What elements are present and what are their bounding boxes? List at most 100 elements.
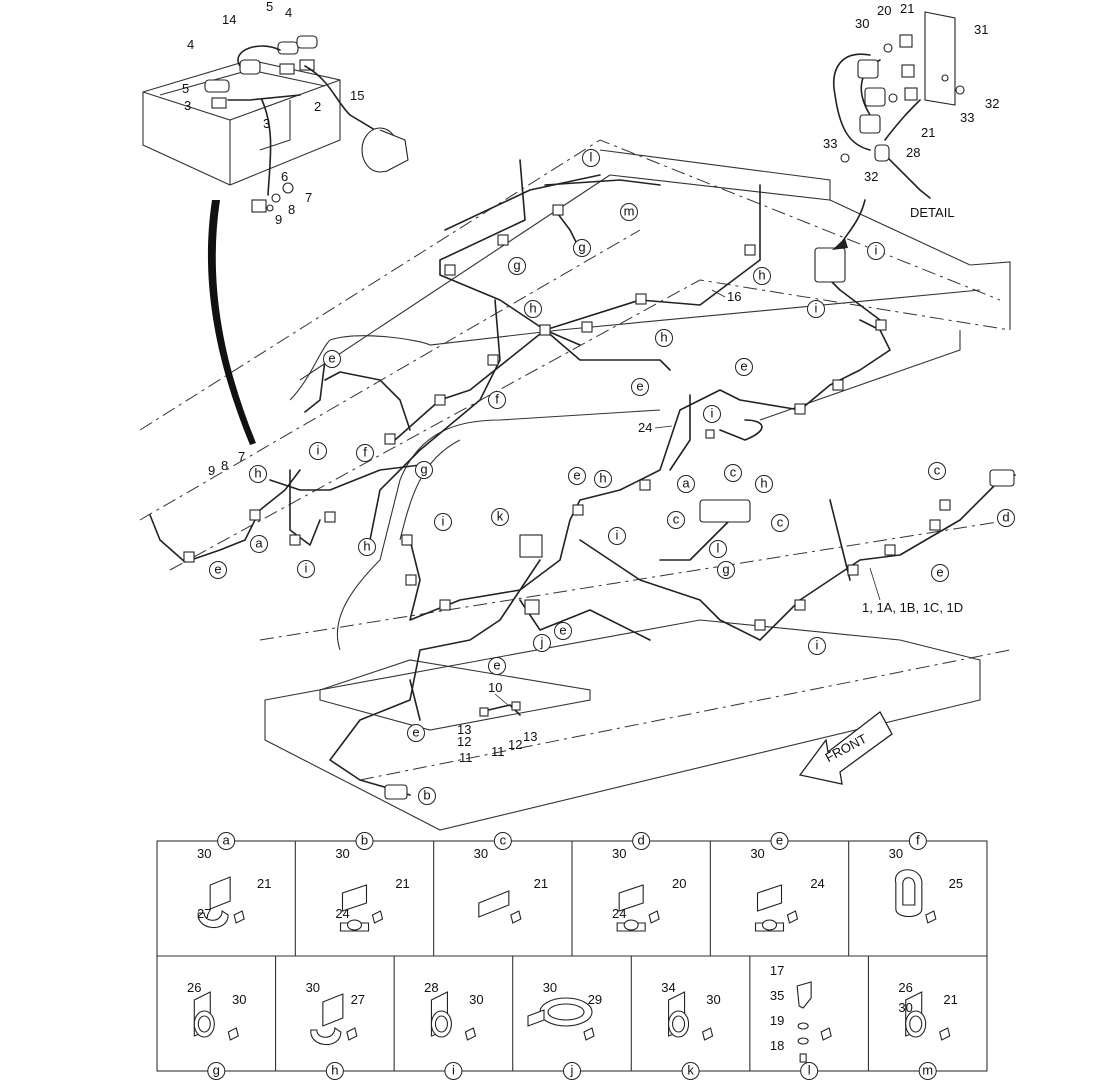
- callout-f1: f: [488, 391, 506, 409]
- legend-part-number: 20: [672, 876, 686, 891]
- callout-e9: e: [407, 724, 425, 742]
- callout-i4: i: [297, 560, 315, 578]
- main-harness-label: 1, 1A, 1B, 1C, 1D: [862, 600, 963, 615]
- detail-part-number: 20: [877, 3, 891, 18]
- callout-e1: e: [323, 350, 341, 368]
- battery-part-number: 3: [184, 98, 191, 113]
- legend-part-number: 27: [197, 906, 211, 921]
- svg-text:b: b: [423, 788, 430, 803]
- legend-part-number: 24: [612, 906, 626, 921]
- legend-part-number: 30: [750, 846, 764, 861]
- callout-h3: h: [655, 329, 673, 347]
- callout-e8: e: [931, 564, 949, 582]
- callout-h1: h: [753, 267, 771, 285]
- svg-text:a: a: [223, 833, 231, 848]
- svg-text:a: a: [255, 536, 263, 551]
- callout-e2: e: [631, 378, 649, 396]
- harness-16-label: 16: [727, 289, 741, 304]
- svg-text:h: h: [331, 1063, 338, 1078]
- legend-part-number: 30: [232, 992, 246, 1007]
- detail-part-number: 32: [864, 169, 878, 184]
- callout-g4: g: [717, 561, 735, 579]
- hardware-part-number: 11: [491, 744, 505, 759]
- legend-part-number: 28: [424, 980, 438, 995]
- callout-i7: i: [608, 527, 626, 545]
- legend-part-number: 30: [335, 846, 349, 861]
- callout-h4: h: [249, 465, 267, 483]
- svg-text:e: e: [412, 725, 419, 740]
- detail-part-number: 31: [974, 22, 988, 37]
- svg-text:e: e: [493, 658, 500, 673]
- legend-part-number: 21: [534, 876, 548, 891]
- legend-part-number: 24: [335, 906, 349, 921]
- callout-i6: i: [434, 513, 452, 531]
- detail-view: [833, 11, 965, 199]
- svg-text:h: h: [254, 466, 261, 481]
- svg-text:e: e: [776, 833, 783, 848]
- callout-c3: c: [771, 514, 789, 532]
- callout-i8: i: [808, 637, 826, 655]
- detail-part-number: 32: [985, 96, 999, 111]
- callout-h7: h: [755, 475, 773, 493]
- detail-part-number: 30: [855, 16, 869, 31]
- hardware-part-number: 13: [523, 729, 537, 744]
- callout-l1: l: [582, 149, 600, 167]
- svg-text:i: i: [815, 301, 818, 316]
- svg-text:f: f: [916, 833, 920, 848]
- legend-part-number: 34: [661, 980, 675, 995]
- hardware-part-number: 11: [459, 750, 473, 765]
- callout-f2: f: [356, 444, 374, 462]
- legend-part-number: 19: [770, 1013, 784, 1028]
- svg-text:g: g: [722, 562, 729, 577]
- battery-part-number: 4: [285, 5, 292, 20]
- svg-text:c: c: [673, 512, 680, 527]
- svg-text:b: b: [361, 833, 368, 848]
- callout-g3: g: [415, 461, 433, 479]
- legend-part-number: 25: [949, 876, 963, 891]
- battery-part-number: 5: [182, 81, 189, 96]
- svg-text:g: g: [420, 462, 427, 477]
- svg-text:c: c: [777, 515, 784, 530]
- legend-part-number: 21: [943, 992, 957, 1007]
- legend-cell-b: b 30 21 24: [335, 832, 410, 932]
- callout-e5: e: [568, 467, 586, 485]
- svg-text:i: i: [452, 1063, 455, 1078]
- battery-part-number: 7: [305, 190, 312, 205]
- svg-text:i: i: [816, 638, 819, 653]
- battery-part-number: 14: [222, 12, 236, 27]
- legend-part-number: 30: [306, 980, 320, 995]
- svg-text:e: e: [328, 351, 335, 366]
- callout-e7: e: [488, 657, 506, 675]
- svg-text:d: d: [1002, 510, 1009, 525]
- svg-text:e: e: [740, 359, 747, 374]
- svg-text:k: k: [687, 1063, 694, 1078]
- svg-text:h: h: [599, 471, 606, 486]
- svg-text:l: l: [808, 1063, 811, 1078]
- callout-i3: i: [309, 442, 327, 460]
- legend-part-number: 30: [898, 1000, 912, 1015]
- callout-i2: i: [807, 300, 825, 318]
- legend-part-number: 21: [395, 876, 409, 891]
- legend-part-number: 29: [588, 992, 602, 1007]
- svg-text:i: i: [305, 561, 308, 576]
- svg-text:e: e: [936, 565, 943, 580]
- svg-text:c: c: [730, 465, 737, 480]
- legend-part-number: 30: [197, 846, 211, 861]
- svg-text:l: l: [590, 150, 593, 165]
- callout-h2: h: [524, 300, 542, 318]
- svg-text:i: i: [875, 243, 878, 258]
- svg-text:g: g: [578, 240, 585, 255]
- ground-part-number: 8: [221, 458, 228, 473]
- svg-text:c: c: [934, 463, 941, 478]
- svg-text:h: h: [758, 268, 765, 283]
- battery-part-number: 9: [275, 212, 282, 227]
- ground-part-number: 7: [238, 449, 245, 464]
